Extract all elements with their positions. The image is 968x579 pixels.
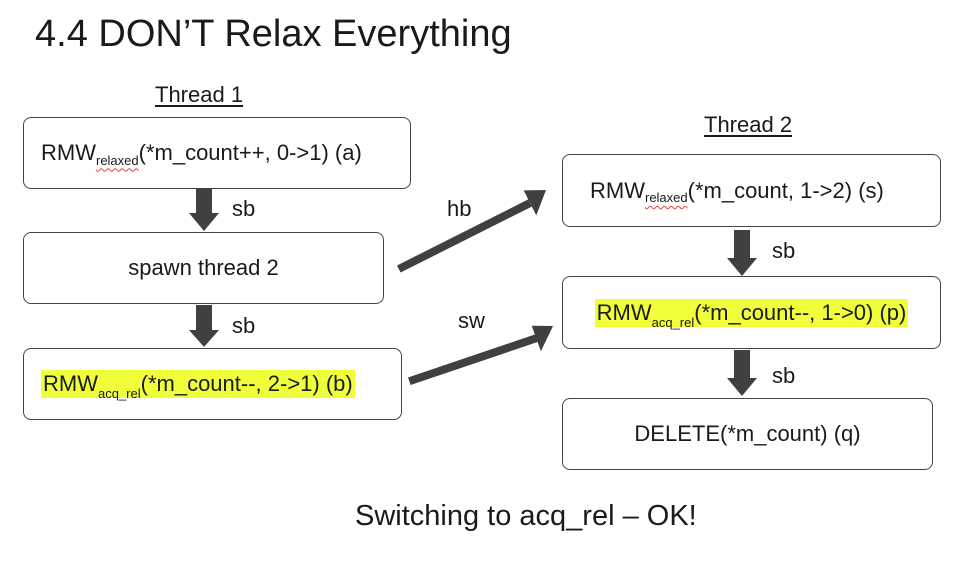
arrow-spawn-to-b [189, 305, 219, 347]
arrow-sw [408, 325, 553, 385]
node-b-op: RMW [43, 371, 98, 396]
edge-label-sb-2: sb [232, 313, 256, 338]
slide-title: 4.4 DON’T Relax Everything [35, 13, 512, 55]
node-a-order: relaxed [95, 152, 139, 168]
node-s-args: (*m_count, 1->2) (s) [687, 177, 884, 203]
node-p-op: RMW [596, 299, 652, 325]
node-p-order: acq_rel [651, 314, 695, 330]
node-b-args: (*m_count--, 2->1) (b) [140, 371, 353, 396]
slide-footer: Switching to acq_rel – OK! [355, 500, 697, 532]
node-a-op: RMW [41, 140, 96, 165]
node-p: RMWacq_rel(*m_count--, 1->0) (p) [562, 276, 941, 349]
edge-label-hb: hb [447, 196, 472, 221]
edge-label-sb-4: sb [772, 363, 796, 388]
node-p-args: (*m_count--, 1->0) (p) [694, 299, 907, 325]
node-s-op: RMW [590, 177, 645, 203]
thread-1-label: Thread 1 [155, 82, 244, 107]
node-b: RMWacq_rel(*m_count--, 2->1) (b) [23, 348, 402, 420]
node-s-order: relaxed [644, 190, 688, 205]
node-spawn: spawn thread 2 [23, 232, 384, 304]
edge-label-sw: sw [458, 308, 485, 333]
arrow-a-to-spawn [189, 189, 219, 231]
arrow-hb [397, 190, 546, 273]
arrow-s-to-p [727, 230, 757, 276]
node-spawn-text: spawn thread 2 [128, 255, 279, 280]
thread-2-label: Thread 2 [704, 112, 793, 137]
arrow-p-to-q [727, 350, 757, 396]
node-q: DELETE(*m_count) (q) [562, 398, 933, 470]
edge-label-sb-3: sb [772, 238, 796, 263]
node-q-text: DELETE(*m_count) (q) [634, 421, 861, 446]
node-a-args: (*m_count++, 0->1) (a) [138, 140, 362, 165]
node-p-highlight: RMWacq_rel(*m_count--, 1->0) (p) [594, 298, 909, 330]
edge-label-sb-1: sb [232, 196, 256, 221]
node-b-highlight: RMWacq_rel(*m_count--, 2->1) (b) [41, 370, 355, 401]
node-b-order: acq_rel [97, 386, 141, 401]
